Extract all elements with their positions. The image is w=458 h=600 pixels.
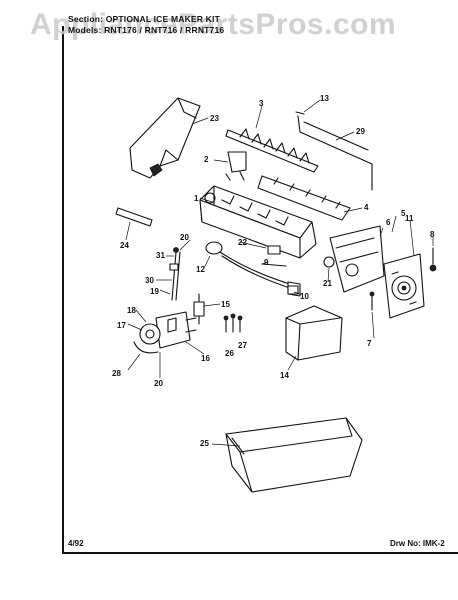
- callout-22: 22: [238, 238, 247, 247]
- callout-labels: 23 3 13 29 2 1 4 5 6 11 8 24 20 31 12 22…: [112, 94, 435, 448]
- callout-20a: 20: [180, 233, 189, 242]
- diagram-frame: [62, 26, 458, 554]
- part-3-ejector: [225, 128, 319, 173]
- callout-3: 3: [259, 99, 264, 108]
- callout-14: 14: [280, 371, 289, 380]
- part-16-valve: [139, 311, 197, 349]
- callout-4: 4: [364, 203, 369, 212]
- callout-25: 25: [200, 439, 209, 448]
- part-7-screw: [369, 291, 375, 311]
- callout-30: 30: [145, 276, 154, 285]
- part-23-bracket: [129, 97, 201, 179]
- callout-2: 2: [204, 155, 209, 164]
- callout-21: 21: [323, 279, 332, 288]
- part-14-cover-pad: [285, 305, 343, 361]
- part-28-bracket: [133, 341, 159, 354]
- part-2-clip: [225, 151, 247, 181]
- drawing-number: Drw No: IMK-2: [390, 539, 445, 548]
- callout-16: 16: [201, 354, 210, 363]
- callout-8: 8: [430, 230, 435, 239]
- callout-27: 27: [238, 341, 247, 350]
- leader-lines: [125, 99, 434, 447]
- callout-9: 9: [264, 258, 269, 267]
- part-15-fitting: [193, 293, 205, 325]
- callout-26: 26: [225, 349, 234, 358]
- callout-5: 5: [401, 209, 406, 218]
- models-line: Models: RNT176 / RNT716 / RRNT716: [68, 25, 225, 35]
- callout-1: 1: [194, 194, 199, 203]
- callout-6: 6: [386, 218, 391, 227]
- part-26-27-screws: [223, 313, 243, 333]
- footer-date: 4/92: [68, 539, 84, 548]
- callout-28: 28: [112, 369, 121, 378]
- part-29-shutoff-arm: [295, 111, 373, 191]
- callout-15: 15: [221, 300, 230, 309]
- part-1-mold: [199, 185, 317, 259]
- callout-20b: 20: [154, 379, 163, 388]
- callout-18: 18: [127, 306, 136, 315]
- part-6-housing: [325, 225, 385, 293]
- callout-10: 10: [300, 292, 309, 301]
- part-25-ice-bucket: [225, 417, 363, 493]
- section-title: Section: OPTIONAL ICE MAKER KIT: [68, 14, 220, 24]
- callout-31: 31: [156, 251, 165, 260]
- callout-17: 17: [117, 321, 126, 330]
- part-30-tube: [169, 247, 181, 301]
- callout-19: 19: [150, 287, 159, 296]
- callout-11: 11: [405, 214, 414, 223]
- part-4-stripper: [257, 175, 351, 221]
- callout-13: 13: [320, 94, 329, 103]
- callout-23: 23: [210, 114, 219, 123]
- callout-7: 7: [367, 339, 372, 348]
- part-24-fill-tube: [115, 207, 153, 227]
- part-10-clip: [287, 285, 299, 295]
- callout-12: 12: [196, 265, 205, 274]
- part-8-screw: [429, 247, 437, 272]
- watermark-text: AppliancePartsPros.com: [30, 8, 397, 41]
- part-5-cover: [383, 253, 425, 319]
- part-21-grommet: [323, 256, 335, 268]
- callout-29: 29: [356, 127, 365, 136]
- part-22-part-9: [261, 245, 287, 267]
- callout-24: 24: [120, 241, 129, 250]
